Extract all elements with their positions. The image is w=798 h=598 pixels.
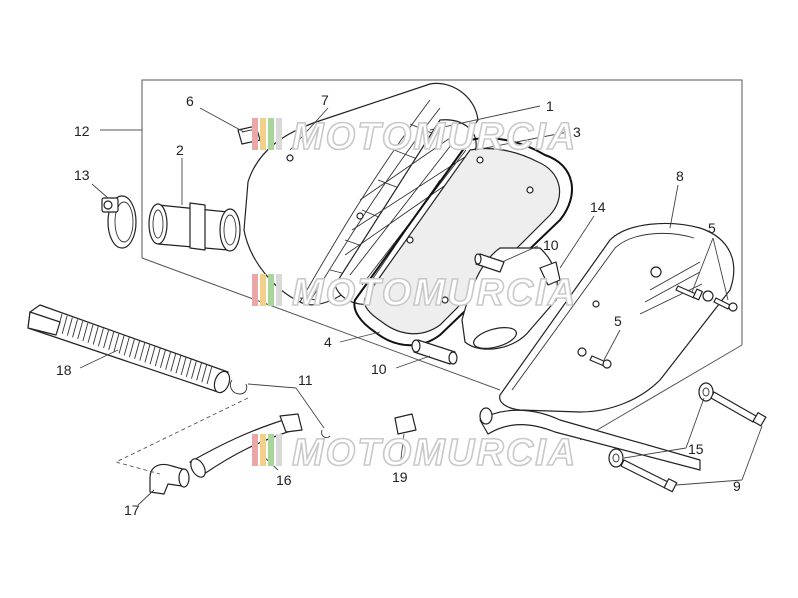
part-filter-grid	[334, 119, 477, 305]
part-clamp-ring-upper	[229, 379, 248, 395]
hose-rib	[139, 342, 146, 361]
hose-rib	[185, 358, 192, 377]
callout-4: 4	[324, 334, 332, 350]
part-washer-lower	[608, 448, 624, 468]
hose-rib	[134, 340, 141, 360]
hose-rib	[103, 330, 109, 349]
part-elbow	[149, 463, 190, 495]
hose-rib	[201, 364, 208, 383]
callout-12: 12	[74, 123, 90, 139]
callout-5b: 5	[614, 313, 622, 329]
callout-6: 6	[186, 93, 194, 109]
svg-text:MOTOMURCIA: MOTOMURCIA	[292, 272, 577, 314]
part-bolt-upper	[710, 391, 767, 427]
part-outer-cover	[499, 222, 735, 413]
part-screw-lower	[589, 355, 612, 369]
hose-rib	[160, 349, 166, 368]
callout-8: 8	[676, 168, 684, 184]
callout-5a: 5	[708, 220, 716, 236]
part-spacer-lower	[411, 339, 458, 365]
part-air-box	[243, 82, 479, 306]
hose-rib	[154, 347, 161, 367]
hose-rib	[165, 351, 172, 370]
part-corrugated-hose	[27, 304, 231, 394]
hose-rib	[77, 321, 84, 340]
part-bolt-lower	[620, 459, 678, 493]
svg-text:MOTOMURCIA: MOTOMURCIA	[292, 432, 577, 474]
hose-rib	[97, 328, 104, 347]
hose-rib	[144, 344, 151, 363]
callout-1: 1	[546, 98, 554, 114]
hose-rib	[123, 337, 130, 356]
hose-rib	[72, 319, 78, 338]
hose-rib	[191, 360, 197, 379]
callout-7: 7	[321, 92, 329, 108]
callout-11: 11	[298, 372, 313, 388]
part-air-duct	[461, 247, 561, 350]
hose-rib	[118, 335, 125, 354]
hose-rib	[61, 315, 68, 334]
part-intake-sleeve	[148, 202, 241, 252]
part-screw-upper	[675, 285, 738, 312]
part-drain-hose	[189, 413, 303, 478]
leader-lines	[79, 105, 763, 506]
part-spacer-upper	[474, 253, 505, 273]
part-clamp-ring-lower	[321, 429, 331, 439]
dashed-assembly-line	[114, 397, 249, 475]
part-hose-clamp	[101, 195, 137, 249]
callout-10b: 10	[371, 361, 387, 377]
watermark-bottom: MOTOMURCIA	[252, 431, 577, 475]
part-filter-cover	[363, 147, 561, 335]
watermark-middle: MOTOMURCIA	[252, 271, 577, 315]
hose-rib	[113, 333, 120, 352]
hose-rib	[128, 338, 135, 358]
callout-16: 16	[276, 472, 292, 488]
watermark-top: MOTOMURCIA	[252, 115, 577, 159]
callout-15: 15	[688, 441, 704, 457]
hose-rib	[66, 317, 73, 336]
callout-13: 13	[74, 167, 90, 183]
assembly-frame	[100, 79, 743, 441]
hose-rib	[170, 353, 177, 372]
callout-19: 19	[392, 469, 408, 485]
callout-3: 3	[573, 124, 581, 140]
hose-rib	[82, 322, 89, 342]
callout-14: 14	[590, 199, 606, 215]
hose-rib	[196, 362, 203, 381]
callout-9: 9	[733, 478, 741, 494]
hose-rib	[149, 346, 156, 365]
callout-18: 18	[56, 362, 72, 378]
callout-labels: 1 2 3 4 5 5 6 7 8 9 10 10 11 12 13 14 15…	[56, 92, 741, 518]
hose-rib	[87, 324, 94, 343]
hose-rib	[92, 326, 99, 345]
callout-2: 2	[176, 142, 184, 158]
svg-text:MOTOMURCIA: MOTOMURCIA	[292, 116, 577, 158]
hose-rib	[180, 356, 187, 376]
callout-10a: 10	[543, 237, 559, 253]
hose-rib	[206, 365, 213, 385]
hose-rib	[175, 355, 182, 374]
callout-17: 17	[124, 502, 140, 518]
hose-rib	[108, 331, 115, 351]
part-washer-upper	[698, 382, 714, 402]
